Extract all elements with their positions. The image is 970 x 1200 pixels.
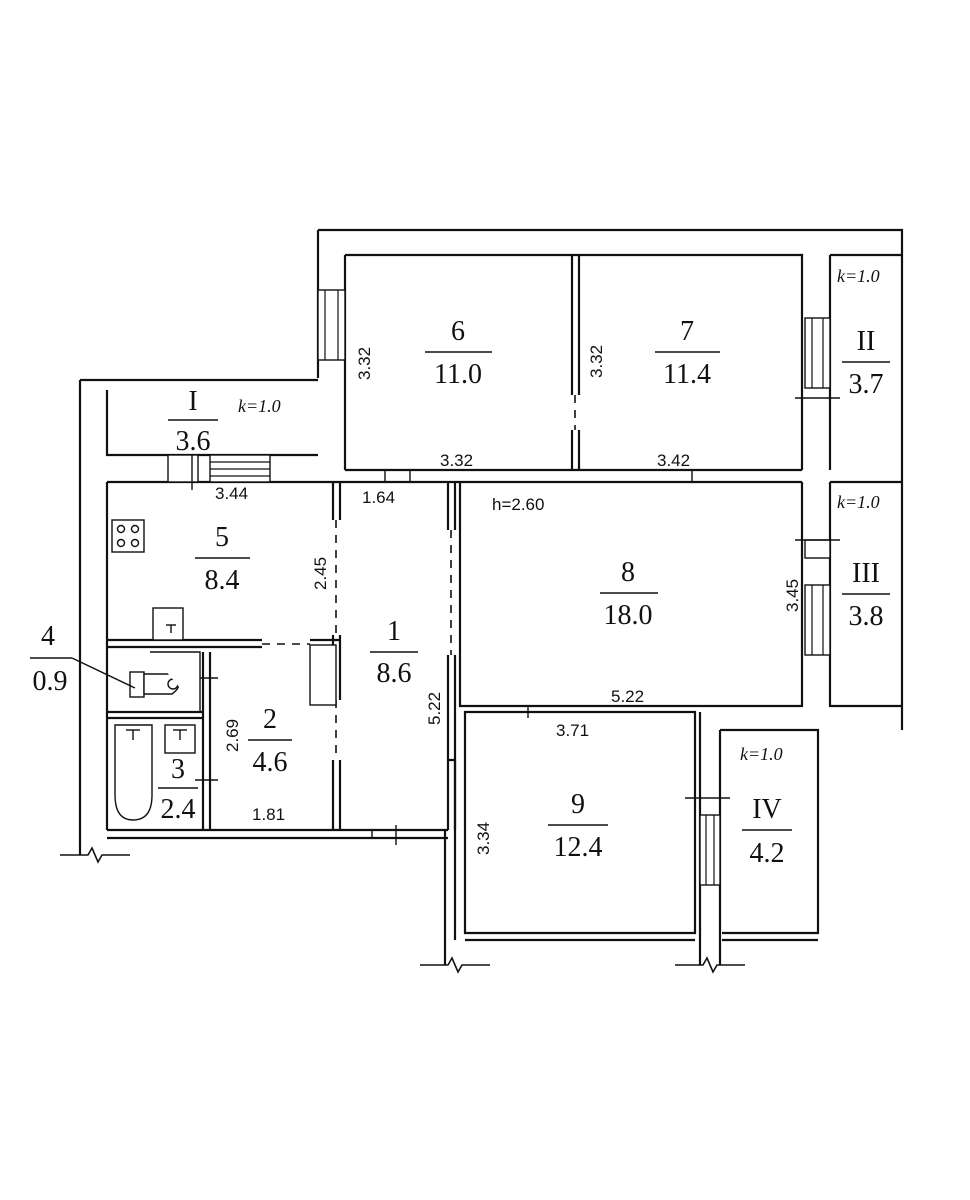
- dim-3-32-room6: 3.32: [355, 347, 374, 380]
- room-area: 2.4: [161, 794, 196, 825]
- room-number: 5: [215, 522, 229, 553]
- outer-walls: [78, 228, 904, 965]
- dim-3-42: 3.42: [657, 451, 690, 470]
- dim-5-22-vert: 5.22: [425, 692, 444, 725]
- room-area: 18.0: [604, 600, 653, 631]
- dim-2-45: 2.45: [311, 557, 330, 590]
- balcony-II-label: k=1.0 II 3.7: [837, 266, 890, 400]
- door-openings: [262, 395, 576, 760]
- balcony-k: k=1.0: [837, 492, 880, 512]
- break-marks: [60, 846, 745, 974]
- balcony-area: 3.7: [849, 369, 884, 400]
- balcony-number: I: [188, 386, 197, 417]
- room-area: 11.4: [663, 359, 711, 390]
- room-labels: 6 11.0 7 11.4 5 8.4 1 8.6 8 18.0: [30, 316, 720, 863]
- room-number: 7: [680, 316, 694, 347]
- fixtures: [111, 519, 457, 830]
- room-number: 4: [41, 621, 55, 652]
- dim-3-34: 3.34: [474, 822, 493, 855]
- balcony-k: k=1.0: [837, 266, 880, 286]
- room-5-label: 5 8.4: [195, 522, 250, 596]
- dim-2-69: 2.69: [223, 719, 242, 752]
- room-area: 12.4: [554, 832, 603, 863]
- kitchen-sink-icon: [152, 607, 184, 641]
- room-area: 4.6: [253, 747, 288, 778]
- dim-1-64: 1.64: [362, 488, 395, 507]
- room-area: 8.6: [377, 658, 412, 689]
- room-number: 6: [451, 316, 465, 347]
- balcony-labels: I 3.6 k=1.0 k=1.0 II 3.7 k=1.0 III 3.8 k…: [168, 266, 890, 869]
- room-7-label: 7 11.4: [655, 316, 720, 390]
- balcony-area: 3.8: [849, 601, 884, 632]
- balcony-number: IV: [752, 794, 782, 825]
- windows: [167, 289, 840, 886]
- dimension-labels: 3.44 1.64 3.32 3.42 h=2.60 5.22 3.71 1.8…: [215, 345, 802, 855]
- room-number: 2: [263, 704, 277, 735]
- room-number: 9: [571, 789, 585, 820]
- room-8-label: 8 18.0: [600, 557, 658, 631]
- room-area: 8.4: [205, 565, 240, 596]
- balcony-number: II: [857, 326, 876, 357]
- wall-notch: [448, 758, 457, 830]
- balcony-number: III: [852, 558, 880, 589]
- dim-3-32-room7: 3.32: [587, 345, 606, 378]
- balcony-k: k=1.0: [740, 744, 783, 764]
- dim-3-32-top: 3.32: [440, 451, 473, 470]
- room-4-label: 4 0.9: [30, 621, 136, 697]
- room-number: 3: [171, 754, 185, 785]
- balcony-area: 3.6: [176, 426, 211, 457]
- dim-3-71: 3.71: [556, 721, 589, 740]
- room-3-label: 3 2.4: [158, 754, 198, 825]
- bathtub-icon: [114, 724, 153, 821]
- room-number: 1: [387, 616, 401, 647]
- dim-3-44: 3.44: [215, 484, 248, 503]
- vent-shaft: [309, 644, 337, 706]
- bath-sink-icon: [164, 724, 196, 754]
- room-1-label: 1 8.6: [370, 616, 418, 689]
- ceiling-height: h=2.60: [492, 495, 544, 514]
- dim-1-81: 1.81: [252, 805, 285, 824]
- room-number: 8: [621, 557, 635, 588]
- toilet-icon: [129, 651, 201, 712]
- balcony-area: 4.2: [750, 838, 785, 869]
- interior-walls: [107, 255, 581, 830]
- dim-3-45: 3.45: [783, 579, 802, 612]
- balcony-III-label: k=1.0 III 3.8: [837, 492, 890, 632]
- dim-5-22-horiz: 5.22: [611, 687, 644, 706]
- room-6-label: 6 11.0: [425, 316, 492, 390]
- balcony-IV-label: k=1.0 IV 4.2: [740, 744, 792, 869]
- room-9-label: 9 12.4: [548, 789, 608, 863]
- balcony-I-label: I 3.6 k=1.0: [168, 386, 281, 457]
- room-2-label: 2 4.6: [248, 704, 292, 778]
- room-area: 0.9: [33, 666, 68, 697]
- room-area: 11.0: [434, 359, 482, 390]
- balcony-k: k=1.0: [238, 396, 281, 416]
- stove-icon: [111, 519, 145, 553]
